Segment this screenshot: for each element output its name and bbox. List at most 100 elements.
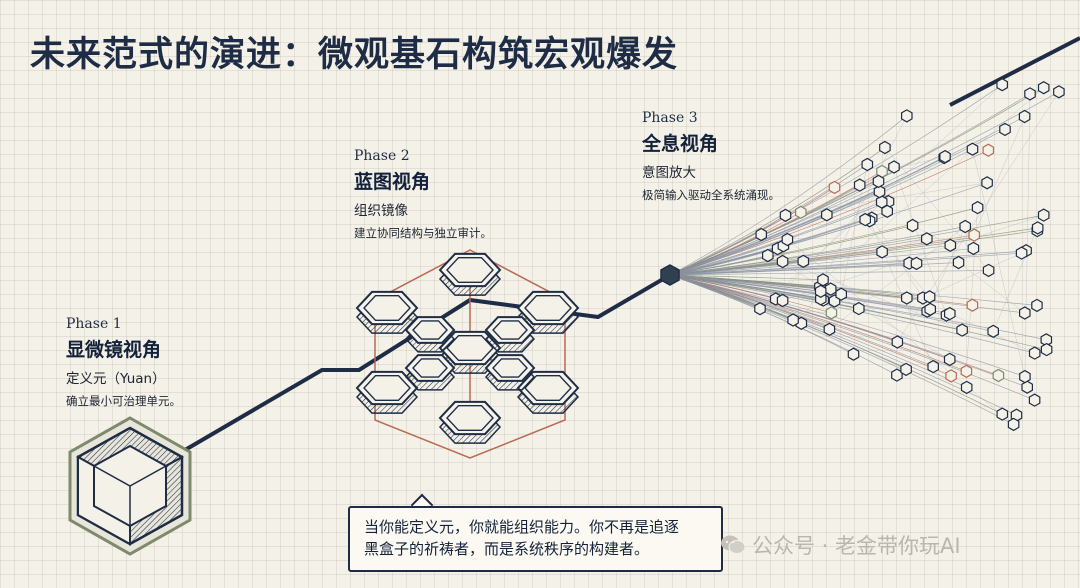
network-link — [993, 227, 1038, 332]
network-node — [891, 335, 904, 349]
network-link — [829, 226, 966, 330]
lattice-cell — [484, 354, 536, 391]
lattice-cell — [404, 354, 456, 391]
network-link — [669, 274, 950, 360]
phase-1-block: Phase 1 显微镜视角 定义元（Yuan） 确立最小可治理单元。 — [66, 316, 181, 409]
network-node — [754, 302, 766, 316]
network-node — [817, 273, 829, 287]
phase-3-block: Phase 3 全息视角 意图放大 极简输入驱动全系统涌现。 — [642, 110, 780, 203]
network-node — [910, 256, 923, 271]
network-node — [956, 323, 968, 337]
phase-2-name: 蓝图视角 — [354, 171, 431, 193]
network-node — [797, 254, 810, 268]
hexagon-lattice-icon — [355, 249, 580, 459]
node-network-icon — [660, 78, 1065, 432]
network-link — [669, 274, 832, 314]
network-node — [982, 143, 995, 157]
network-link — [669, 182, 988, 276]
network-link — [669, 274, 1026, 377]
network-node — [967, 241, 980, 256]
network-link — [800, 182, 988, 213]
network-node — [1018, 306, 1031, 320]
network-node — [835, 287, 848, 301]
network-node — [971, 200, 984, 215]
network-node — [876, 245, 888, 259]
network-link — [669, 116, 1025, 276]
network-node — [996, 78, 1009, 92]
network-node — [944, 238, 957, 252]
network-node — [952, 255, 965, 270]
network-node — [939, 149, 951, 164]
network-link — [669, 274, 1035, 401]
network-node — [761, 248, 774, 263]
network-node — [825, 306, 838, 320]
network-link — [973, 116, 1025, 236]
network-link — [669, 270, 989, 276]
network-link — [669, 274, 830, 330]
network-node — [888, 160, 900, 174]
lattice-cell — [438, 400, 502, 444]
network-node — [1031, 298, 1043, 313]
network-node — [1007, 417, 1020, 432]
network-node — [923, 290, 936, 304]
network-link — [871, 217, 924, 299]
network-node — [992, 368, 1005, 383]
network-link — [669, 252, 1022, 276]
network-node — [828, 180, 841, 195]
watermark: 公众号 · 老金带你玩AI — [720, 530, 961, 560]
lattice-cell — [438, 330, 502, 374]
network-node — [943, 352, 956, 367]
network-node — [900, 362, 912, 377]
network-link — [669, 274, 824, 281]
network-link — [669, 91, 1060, 276]
network-node — [900, 291, 913, 305]
network-link — [669, 164, 868, 276]
network-node — [1028, 393, 1041, 407]
network-node — [823, 322, 836, 336]
network-node — [1040, 342, 1053, 357]
network-link — [669, 147, 886, 276]
network-node — [906, 218, 919, 233]
page-title: 未来范式的演进：微观基石构筑宏观爆发 — [30, 34, 679, 75]
network-node — [879, 140, 891, 155]
network-node — [996, 407, 1009, 421]
network-link — [669, 87, 1044, 276]
network-node — [787, 313, 799, 327]
network-node — [859, 212, 872, 227]
network-node — [776, 293, 789, 308]
network-node — [966, 298, 979, 312]
phase-2-description: 建立协同结构与独立审计。 — [354, 226, 492, 240]
cube-icon — [68, 416, 192, 556]
network-link — [669, 115, 907, 276]
phase-3-description: 极简输入驱动全系统涌现。 — [642, 188, 780, 202]
network-node — [794, 205, 807, 219]
network-node — [981, 176, 993, 190]
network-link — [882, 238, 927, 253]
network-node — [959, 219, 972, 234]
network-node — [999, 122, 1011, 137]
network-link — [787, 239, 1014, 425]
network-node — [814, 284, 827, 298]
lattice-cell — [355, 290, 419, 334]
network-link — [669, 201, 882, 276]
network-link — [822, 87, 1044, 281]
network-link — [972, 149, 1028, 388]
network-node — [920, 232, 933, 246]
network-node — [1053, 85, 1065, 99]
emergence-arrow — [949, 36, 1080, 107]
network-node — [853, 178, 866, 192]
phase-2-subtitle: 组织镜像 — [354, 203, 408, 219]
network-node — [872, 174, 885, 189]
lattice-cell — [516, 290, 580, 334]
network-link — [669, 274, 1028, 388]
network-link — [760, 308, 832, 314]
network-link — [669, 181, 879, 276]
network-link — [1024, 93, 1031, 377]
network-node — [781, 232, 794, 247]
network-node — [1019, 369, 1031, 384]
network-node — [968, 228, 981, 242]
network-node — [861, 157, 874, 172]
network-node — [966, 142, 979, 156]
network-node — [1015, 246, 1028, 260]
network-node — [873, 185, 886, 199]
